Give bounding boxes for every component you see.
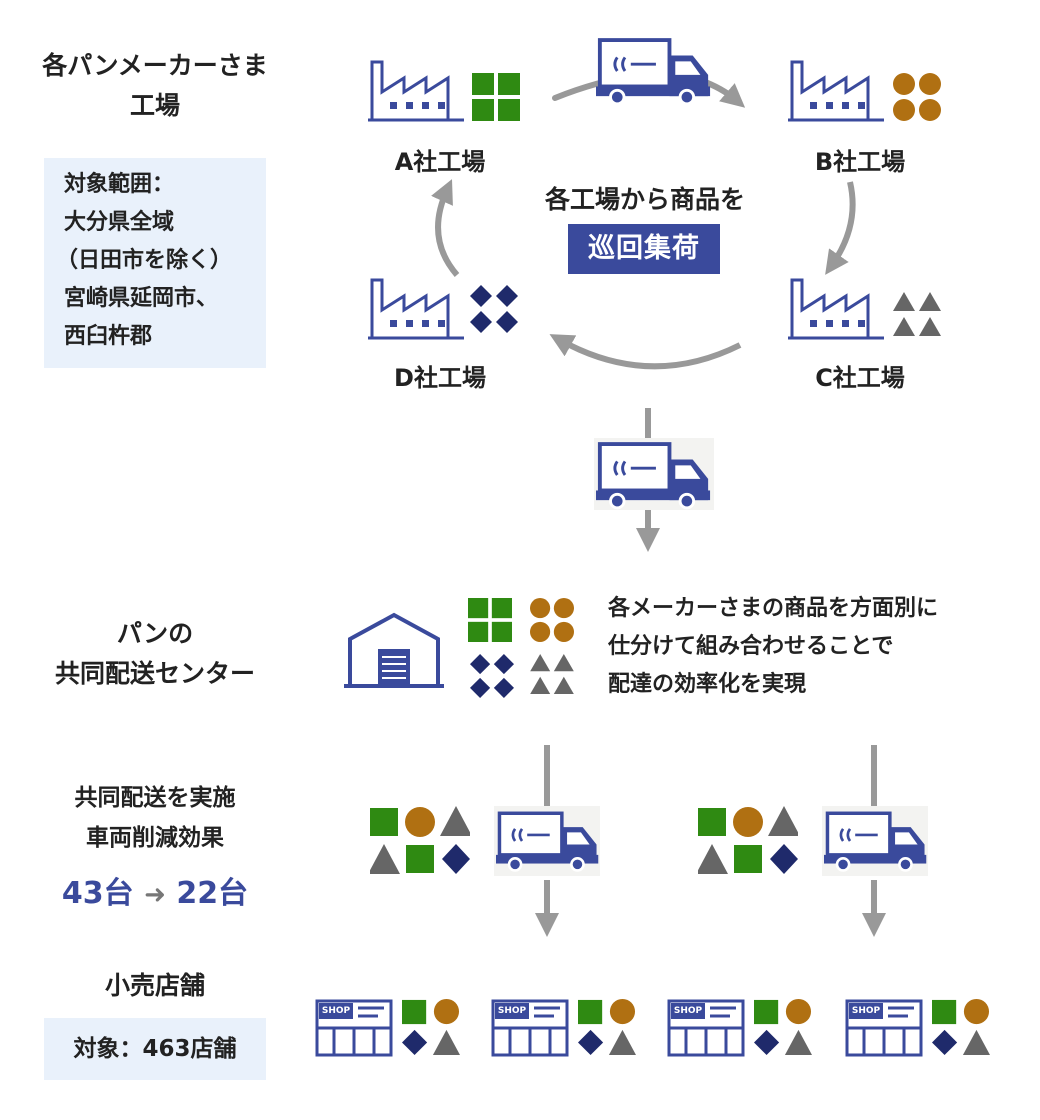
center-description: 各メーカーさまの商品を方面別に 仕分けて組み合わせることで 配達の効率化を実現 bbox=[608, 590, 938, 704]
shop-sign: SHOP bbox=[497, 1006, 527, 1016]
vehicles-after: 22台 bbox=[176, 876, 249, 911]
triangle-products-icon bbox=[893, 292, 941, 336]
factory-c-label: C社工場 bbox=[815, 364, 905, 392]
center-desc-line2: 仕分けて組み合わせることで bbox=[608, 634, 894, 659]
center-title: パンの 共同配送センター bbox=[20, 614, 290, 694]
warehouse-icon bbox=[344, 608, 444, 690]
shop-icon: SHOP bbox=[666, 998, 746, 1058]
factory-c-icon bbox=[786, 272, 886, 342]
scope-line-4: 宮崎県延岡市、 bbox=[64, 286, 219, 311]
center-title-line2: 共同配送センター bbox=[54, 659, 255, 688]
effect-line2: 車両削減効果 bbox=[86, 825, 224, 851]
store-products-icon bbox=[754, 998, 812, 1056]
center-desc-line3: 配達の効率化を実現 bbox=[608, 672, 807, 697]
collection-caption: 各工場から商品を bbox=[544, 185, 745, 214]
diamond-products-icon bbox=[470, 285, 518, 333]
reduction-arrow-icon: ➜ bbox=[144, 880, 166, 910]
makers-title: 各パンメーカーさま 工場 bbox=[20, 46, 290, 126]
stores-target: 対象：463店舗 bbox=[73, 1036, 237, 1062]
shop-sign: SHOP bbox=[851, 1006, 881, 1016]
factory-b-label: B社工場 bbox=[814, 148, 906, 176]
factory-a-label: A社工場 bbox=[394, 148, 486, 176]
shop-sign: SHOP bbox=[673, 1006, 703, 1016]
delivery-truck-icon bbox=[596, 440, 712, 510]
square-products-icon bbox=[472, 73, 520, 121]
scope-line-2: 大分県全域 bbox=[64, 210, 175, 235]
stores-target-box: 対象：463店舗 bbox=[44, 1018, 266, 1080]
collection-truck-icon bbox=[596, 36, 712, 106]
arrow-d-to-a bbox=[431, 179, 460, 277]
factory-a-icon bbox=[366, 54, 466, 124]
scope-line-5: 西臼杵郡 bbox=[64, 324, 153, 349]
mixed-products-icon bbox=[370, 806, 470, 874]
factory-d-label: D社工場 bbox=[394, 364, 486, 392]
factory-b-icon bbox=[786, 54, 886, 124]
mixed-products-icon bbox=[698, 806, 798, 874]
makers-title-line2: 工場 bbox=[129, 91, 180, 120]
collection-badge: 巡回集荷 bbox=[568, 224, 720, 274]
center-title-line1: パンの bbox=[116, 619, 194, 648]
shop-icon: SHOP bbox=[844, 998, 924, 1058]
circle-products-icon bbox=[530, 598, 574, 642]
arrow-b-to-c bbox=[825, 181, 856, 275]
diamond-products-icon bbox=[470, 654, 514, 698]
store-products-icon bbox=[932, 998, 990, 1056]
route-truck-1-icon bbox=[496, 808, 600, 874]
scope-line-1: 対象範囲： bbox=[64, 172, 175, 197]
route-truck-2-icon bbox=[824, 808, 928, 874]
shop-icon: SHOP bbox=[314, 998, 394, 1058]
scope-line-3: （日田市を除く） bbox=[56, 248, 233, 273]
triangle-products-icon bbox=[530, 654, 574, 694]
square-products-icon bbox=[468, 598, 512, 642]
store-products-icon bbox=[578, 998, 636, 1056]
effect-title: 共同配送を実施 車両削減効果 bbox=[20, 778, 290, 858]
makers-title-line1: 各パンメーカーさま bbox=[42, 51, 268, 80]
center-desc-line1: 各メーカーさまの商品を方面別に bbox=[608, 596, 939, 621]
scope-box: 対象範囲： 大分県全域 （日田市を除く） 宮崎県延岡市、 西臼杵郡 bbox=[44, 158, 266, 368]
circle-products-icon bbox=[893, 73, 941, 121]
shop-sign: SHOP bbox=[321, 1006, 351, 1016]
factory-d-icon bbox=[366, 272, 466, 342]
store-products-icon bbox=[402, 998, 460, 1056]
arrow-c-to-d bbox=[549, 334, 742, 370]
vehicle-reduction: 43台 ➜ 22台 bbox=[50, 868, 260, 912]
shop-icon: SHOP bbox=[490, 998, 570, 1058]
stores-title: 小売店舗 bbox=[104, 971, 205, 1000]
vehicles-before: 43台 bbox=[61, 876, 134, 911]
effect-line1: 共同配送を実施 bbox=[74, 785, 236, 811]
